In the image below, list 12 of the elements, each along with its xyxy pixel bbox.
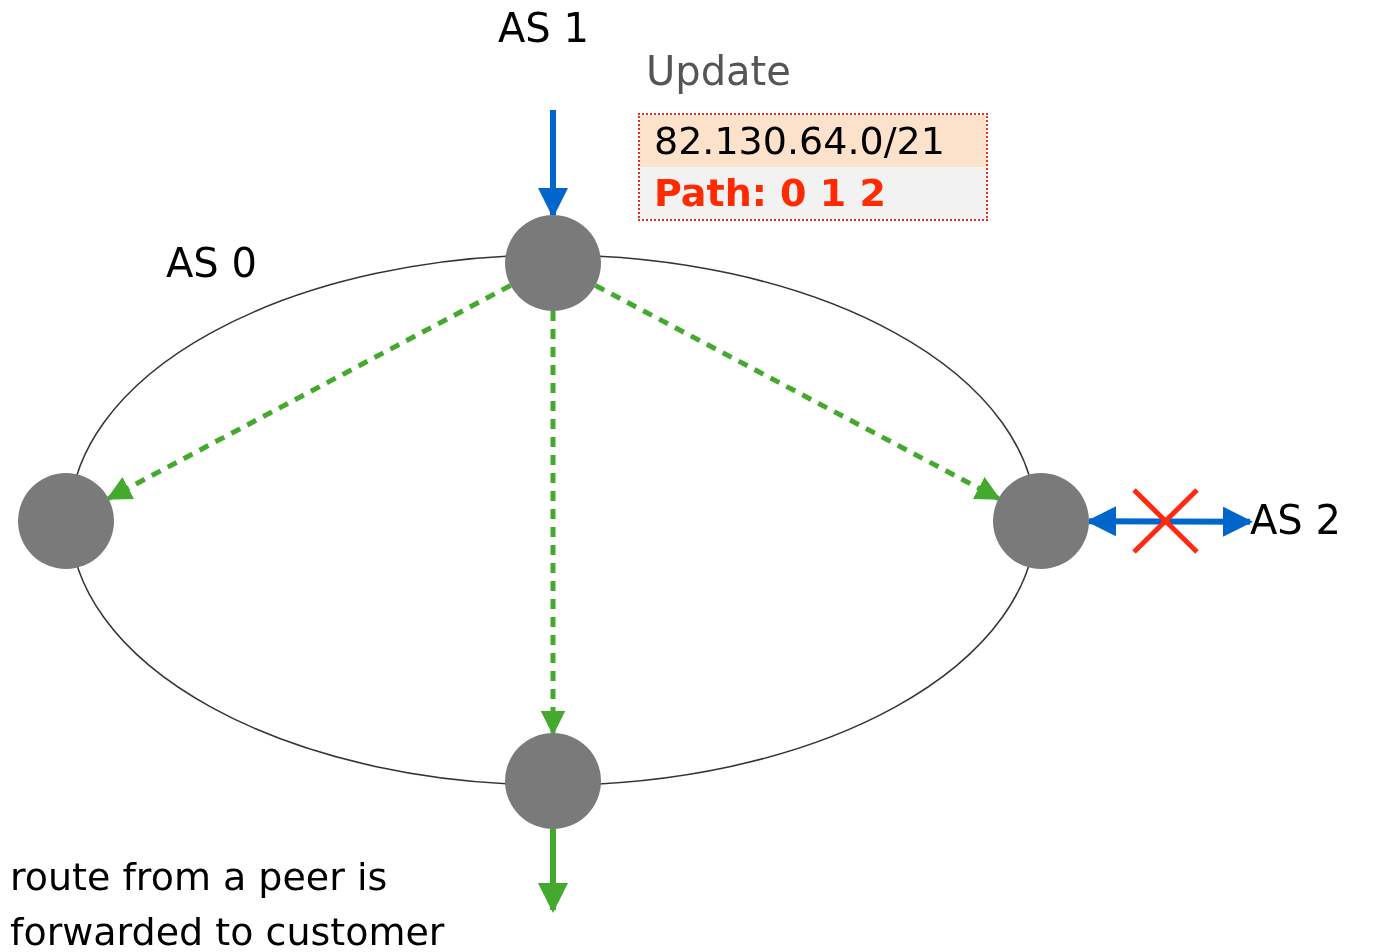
update-heading: Update (646, 48, 791, 94)
arrow (594, 283, 1001, 501)
arrow (538, 829, 568, 913)
arrow (538, 110, 568, 218)
arrow (106, 283, 512, 501)
as-label: AS 2 (1250, 497, 1342, 543)
arrow (540, 311, 566, 736)
prefix-text: 82.130.64.0/21 (640, 115, 986, 167)
as-label: AS 1 (498, 5, 590, 51)
as-label: AS 0 (166, 239, 258, 288)
as-path-text: Path: 0 1 2 (640, 167, 986, 219)
note-text: route from a peer is forwarded to customer (10, 854, 446, 952)
